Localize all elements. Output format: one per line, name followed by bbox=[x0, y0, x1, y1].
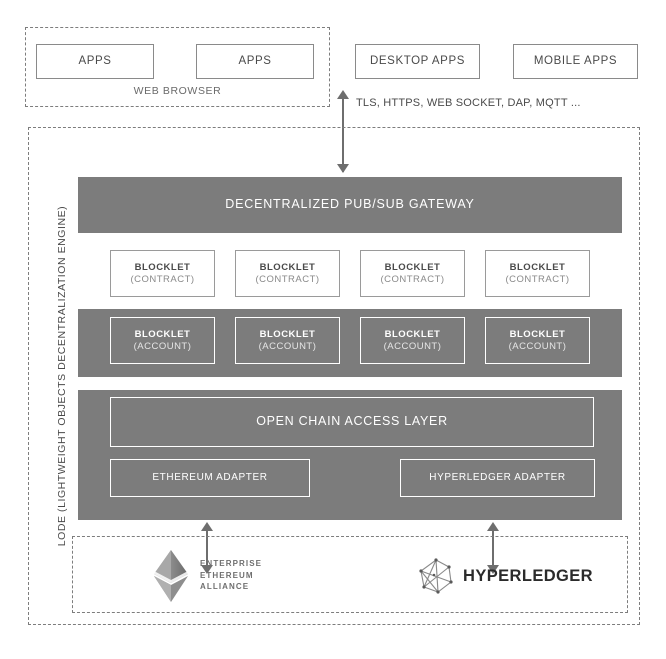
eea-line-2: ETHEREUM bbox=[200, 570, 254, 580]
hyperledger-arrow-line bbox=[492, 528, 494, 572]
web-browser-label: WEB BROWSER bbox=[133, 85, 222, 98]
blocklet-account-2-subtitle: (ACCOUNT) bbox=[258, 340, 317, 352]
eea-wordmark: ENTERPRISE ETHEREUM ALLIANCE bbox=[200, 558, 262, 593]
blocklet-contract-3-subtitle: (CONTRACT) bbox=[380, 273, 445, 285]
apps-box-1-label: APPS bbox=[78, 55, 112, 68]
open-chain-access-layer-label: OPEN CHAIN ACCESS LAYER bbox=[256, 414, 448, 429]
blocklet-account-3[interactable]: BLOCKLET (ACCOUNT) bbox=[360, 317, 465, 364]
protocol-label: TLS, HTTPS, WEB SOCKET, DAP, MQTT ... bbox=[356, 97, 581, 109]
blocklet-account-2-title: BLOCKLET bbox=[259, 328, 316, 340]
open-chain-access-layer-box[interactable]: OPEN CHAIN ACCESS LAYER bbox=[110, 397, 594, 447]
hyperledger-logo: HYPERLEDGER bbox=[418, 556, 618, 596]
hyperledger-adapter-label: HYPERLEDGER ADAPTER bbox=[429, 471, 566, 483]
blocklet-contract-4[interactable]: BLOCKLET (CONTRACT) bbox=[485, 250, 590, 297]
ethereum-arrow-head-down bbox=[201, 565, 213, 574]
blocklet-contract-4-title: BLOCKLET bbox=[509, 261, 566, 273]
blocklet-account-1-title: BLOCKLET bbox=[134, 328, 191, 340]
blocklet-account-4-title: BLOCKLET bbox=[509, 328, 566, 340]
blocklet-contract-2[interactable]: BLOCKLET (CONTRACT) bbox=[235, 250, 340, 297]
blocklet-account-band bbox=[78, 309, 622, 377]
pubsub-gateway-band: DECENTRALIZED PUB/SUB GATEWAY bbox=[78, 177, 622, 233]
eea-line-1: ENTERPRISE bbox=[200, 559, 263, 569]
ethereum-adapter-box[interactable]: ETHEREUM ADAPTER bbox=[110, 459, 310, 497]
protocol-arrow-line bbox=[342, 96, 344, 172]
ethereum-diamond-icon bbox=[150, 549, 192, 603]
lode-vertical-label-wrapper: LODE (LIGHTWEIGHT OBJECTS DECENTRALIZATI… bbox=[52, 130, 70, 622]
blocklet-account-1[interactable]: BLOCKLET (ACCOUNT) bbox=[110, 317, 215, 364]
pubsub-gateway-label: DECENTRALIZED PUB/SUB GATEWAY bbox=[225, 197, 475, 212]
hyperledger-polygon-icon bbox=[418, 558, 454, 594]
desktop-apps-label: DESKTOP APPS bbox=[370, 55, 465, 68]
blocklet-contract-3[interactable]: BLOCKLET (CONTRACT) bbox=[360, 250, 465, 297]
lode-vertical-label: LODE (LIGHTWEIGHT OBJECTS DECENTRALIZATI… bbox=[56, 205, 68, 547]
apps-box-2-label: APPS bbox=[238, 55, 272, 68]
lode-engine-container bbox=[28, 127, 640, 625]
blocklet-contract-2-title: BLOCKLET bbox=[259, 261, 316, 273]
hyperledger-wordmark: HYPERLEDGER bbox=[463, 566, 594, 585]
hyperledger-arrow-head-up bbox=[487, 522, 499, 531]
blocklet-contract-2-subtitle: (CONTRACT) bbox=[255, 273, 320, 285]
eea-line-3: ALLIANCE bbox=[200, 582, 250, 592]
ethereum-arrow-line bbox=[206, 528, 208, 572]
blocklet-account-2[interactable]: BLOCKLET (ACCOUNT) bbox=[235, 317, 340, 364]
ethereum-adapter-label: ETHEREUM ADAPTER bbox=[152, 471, 268, 483]
mobile-apps-box[interactable]: MOBILE APPS bbox=[513, 44, 638, 79]
blocklet-account-1-subtitle: (ACCOUNT) bbox=[133, 340, 192, 352]
blocklet-contract-3-title: BLOCKLET bbox=[384, 261, 441, 273]
protocol-arrow-head-down bbox=[337, 164, 349, 173]
blocklet-account-4-subtitle: (ACCOUNT) bbox=[508, 340, 567, 352]
blocklet-contract-1-subtitle: (CONTRACT) bbox=[130, 273, 195, 285]
blocklet-contract-1-title: BLOCKLET bbox=[134, 261, 191, 273]
open-chain-access-band bbox=[78, 390, 622, 520]
enterprise-ethereum-alliance-logo: ENTERPRISE ETHEREUM ALLIANCE bbox=[150, 548, 300, 603]
mobile-apps-label: MOBILE APPS bbox=[533, 55, 618, 68]
ethereum-arrow-head-up bbox=[201, 522, 213, 531]
blocklet-contract-1[interactable]: BLOCKLET (CONTRACT) bbox=[110, 250, 215, 297]
blocklet-account-4[interactable]: BLOCKLET (ACCOUNT) bbox=[485, 317, 590, 364]
web-browser-container bbox=[25, 27, 330, 107]
blocklet-contract-4-subtitle: (CONTRACT) bbox=[505, 273, 570, 285]
blocklet-account-3-title: BLOCKLET bbox=[384, 328, 441, 340]
apps-box-2[interactable]: APPS bbox=[196, 44, 314, 79]
desktop-apps-box[interactable]: DESKTOP APPS bbox=[355, 44, 480, 79]
protocol-arrow-head-up bbox=[337, 90, 349, 99]
hyperledger-adapter-box[interactable]: HYPERLEDGER ADAPTER bbox=[400, 459, 595, 497]
apps-box-1[interactable]: APPS bbox=[36, 44, 154, 79]
blockchain-networks-container bbox=[72, 536, 628, 613]
hyperledger-arrow-head-down bbox=[487, 565, 499, 574]
blocklet-account-3-subtitle: (ACCOUNT) bbox=[383, 340, 442, 352]
